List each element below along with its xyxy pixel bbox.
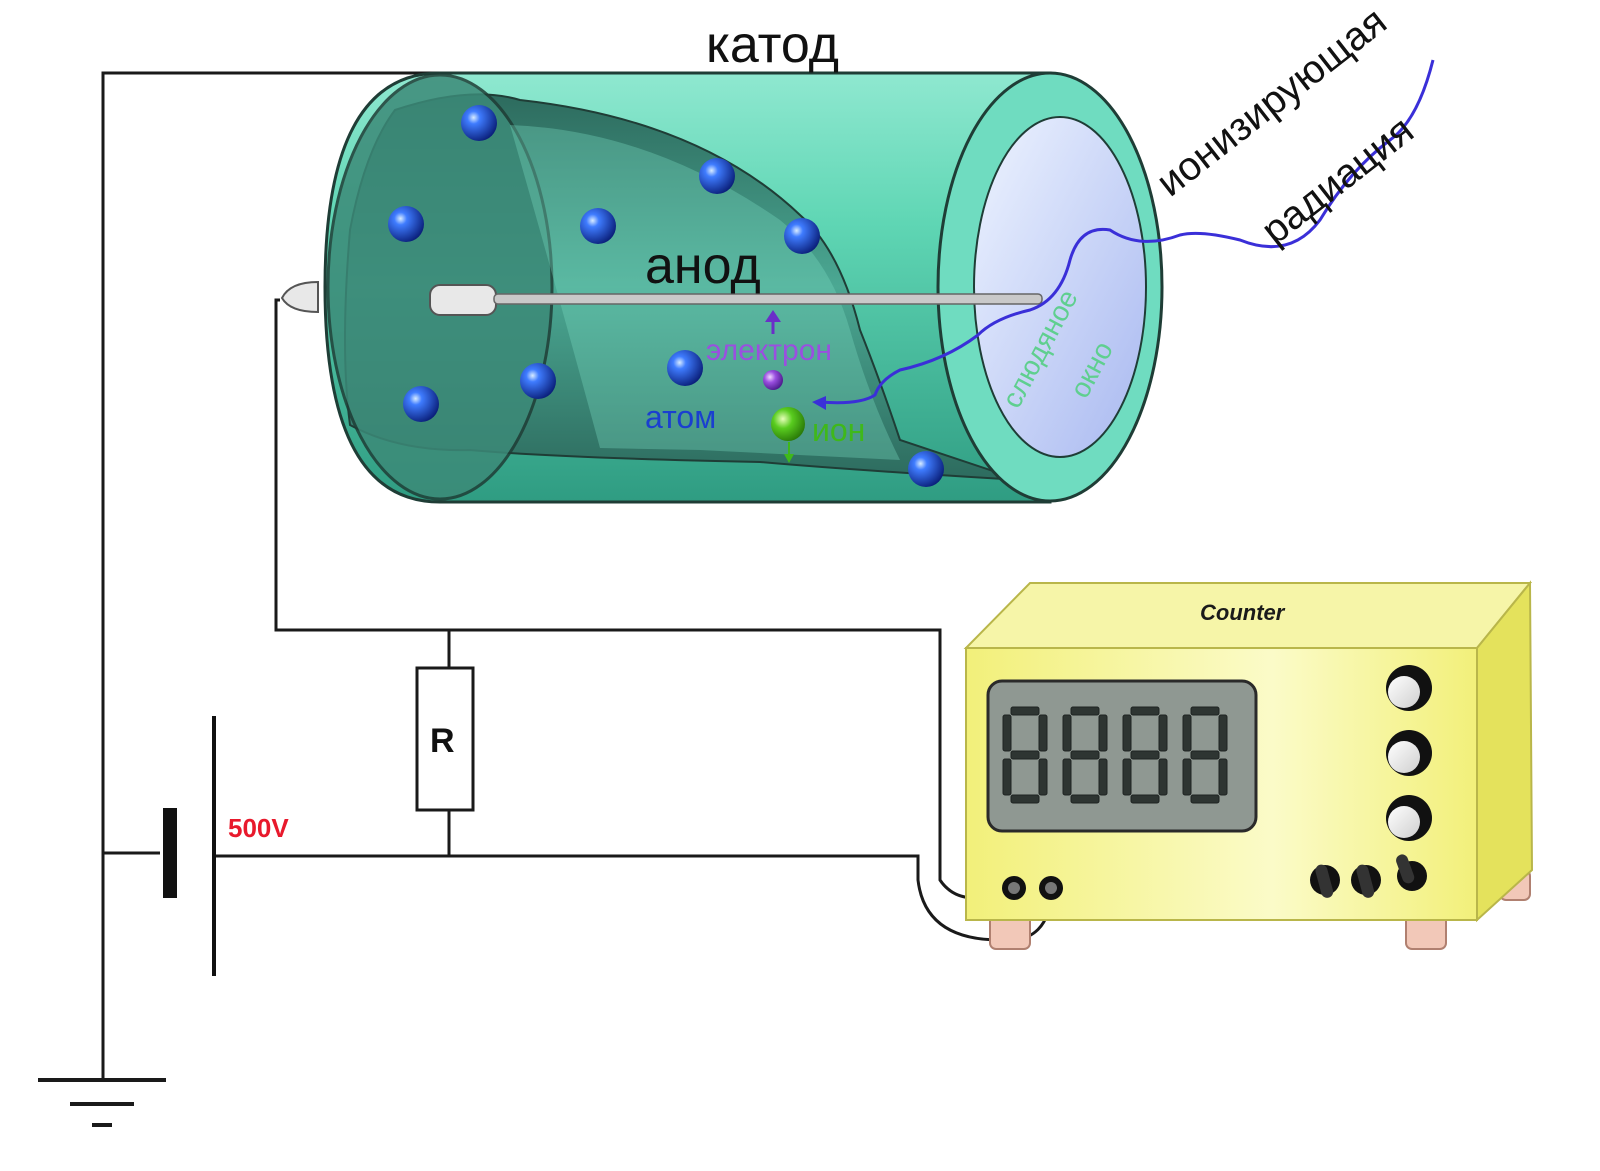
anode-label: анод — [645, 237, 761, 295]
display-segment — [1158, 758, 1168, 796]
terminal-socket-icon[interactable] — [1039, 876, 1063, 900]
battery-icon — [163, 716, 216, 976]
display-segment — [1130, 750, 1160, 760]
geiger-tube — [280, 71, 1164, 504]
electron — [763, 370, 783, 390]
atom — [403, 386, 439, 422]
display-segment — [1190, 794, 1220, 804]
counter-title: Counter — [1200, 600, 1286, 625]
display-segment — [1130, 794, 1160, 804]
anode-rod — [493, 293, 1043, 305]
display-segment — [1070, 750, 1100, 760]
display-segment — [1098, 758, 1108, 796]
seven-segment-digits — [1002, 706, 1228, 804]
atom — [461, 105, 497, 141]
atom — [520, 363, 556, 399]
cathode-label: катод — [706, 16, 839, 74]
display-segment — [1218, 714, 1228, 752]
atom — [580, 208, 616, 244]
atom — [667, 350, 703, 386]
knob-icon[interactable] — [1386, 665, 1432, 711]
toggle-switch-icon[interactable] — [1394, 853, 1427, 891]
display-segment — [1062, 714, 1072, 752]
display-segment — [1002, 714, 1012, 752]
display-segment — [1122, 758, 1132, 796]
atom — [784, 218, 820, 254]
knob-icon[interactable] — [1386, 730, 1432, 776]
radiation-wave — [812, 59, 1435, 410]
atoms — [388, 105, 944, 487]
display-segment — [1010, 750, 1040, 760]
ion — [771, 407, 805, 441]
resistor-label: R — [430, 722, 455, 760]
electron-arrow-icon — [765, 310, 781, 334]
display-segment — [1038, 714, 1048, 752]
atom-label: атом — [645, 399, 716, 435]
display-segment — [1130, 706, 1160, 716]
display-segment — [1070, 794, 1100, 804]
atom — [388, 206, 424, 242]
display-segment — [1122, 714, 1132, 752]
display-segment — [1158, 714, 1168, 752]
ion-arrow-icon — [784, 442, 794, 463]
electron-label: электрон — [706, 334, 832, 367]
display-segment — [1182, 758, 1192, 796]
voltage-label: 500V — [228, 813, 289, 843]
display-segment — [1098, 714, 1108, 752]
knob-icon[interactable] — [1386, 795, 1432, 841]
display-segment — [1190, 750, 1220, 760]
resistor-icon — [415, 666, 475, 812]
toggle-switch-icon[interactable] — [1310, 863, 1340, 899]
display-segment — [1070, 706, 1100, 716]
display-segment — [1038, 758, 1048, 796]
ion-label: ион — [812, 412, 865, 448]
toggle-switch-icon[interactable] — [1351, 863, 1381, 899]
atom — [699, 158, 735, 194]
display-segment — [1062, 758, 1072, 796]
display-segment — [1010, 706, 1040, 716]
display-segment — [1218, 758, 1228, 796]
display-segment — [1182, 714, 1192, 752]
display-segment — [1190, 706, 1220, 716]
ground-icon — [38, 1078, 166, 1127]
terminal-socket-icon[interactable] — [1002, 876, 1026, 900]
atom — [908, 451, 944, 487]
display-segment — [1010, 794, 1040, 804]
radiation-label-line2: радиация — [1253, 108, 1421, 253]
display-segment — [1002, 758, 1012, 796]
